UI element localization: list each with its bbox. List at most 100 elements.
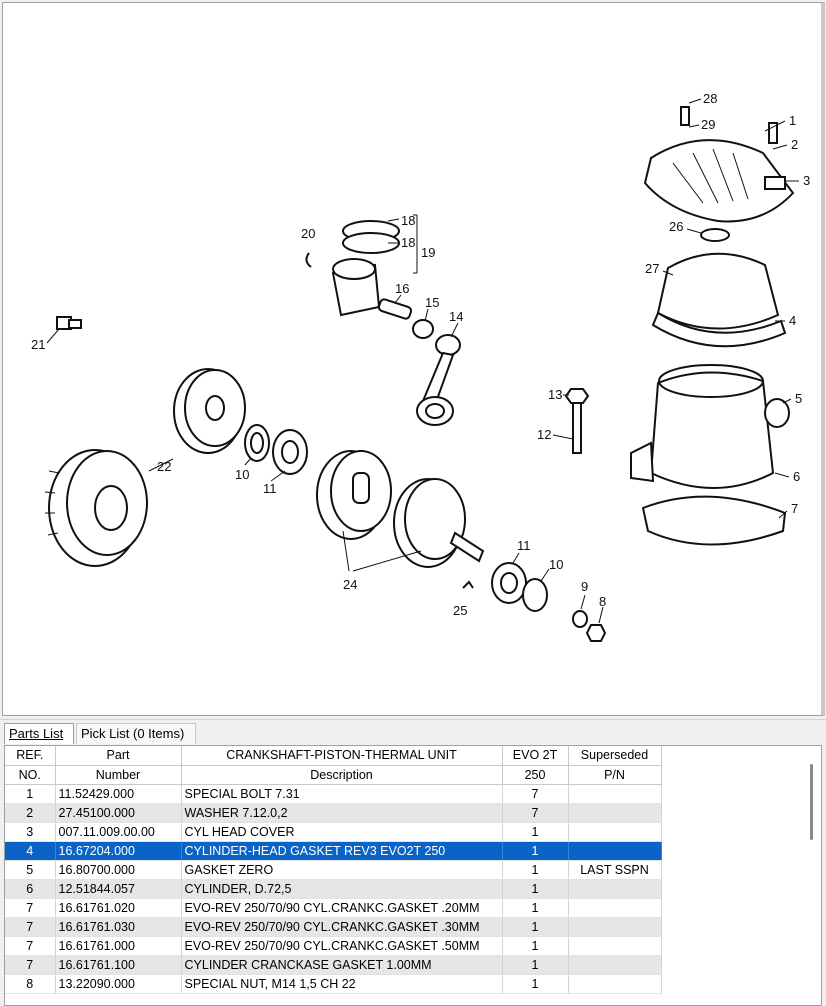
- col-part-header[interactable]: Part: [55, 746, 182, 766]
- callout-10-left: 10: [235, 467, 249, 482]
- callout-20: 20: [301, 226, 315, 241]
- col-qty-subheader[interactable]: 250: [502, 765, 569, 785]
- cell-ref: 2: [5, 803, 56, 823]
- diagram-svg: 1 2 3 4 5 6 7 8 9 10 10 11 11 12 13 14 1…: [31, 91, 810, 642]
- callout-15: 15: [425, 295, 439, 310]
- header-row-2: NO. Number Description 250 P/N: [5, 765, 662, 785]
- callout-28: 28: [703, 91, 717, 106]
- left-seal-bearing-drawing: [244, 424, 308, 475]
- cell-part: 13.22090.000: [55, 974, 182, 994]
- tab-parts-list[interactable]: Parts List: [4, 723, 74, 744]
- cell-sup: [568, 784, 662, 804]
- tab-pick-list[interactable]: Pick List (0 Items): [76, 723, 196, 744]
- cell-desc: CYLINDER-HEAD GASKET REV3 EVO2T 250: [181, 841, 503, 861]
- cylinder-head-drawing: [651, 228, 787, 348]
- exploded-parts-diagram[interactable]: 1 2 3 4 5 6 7 8 9 10 10 11 11 12 13 14 1…: [2, 2, 825, 716]
- piston-drawing: [305, 220, 434, 339]
- cell-qty: 7: [502, 803, 569, 823]
- cell-qty: 1: [502, 917, 569, 937]
- cell-qty: 1: [502, 936, 569, 956]
- cell-part: 16.67204.000: [55, 841, 182, 861]
- cell-sup: [568, 822, 662, 842]
- cell-ref: 4: [5, 841, 56, 861]
- cell-sup: [568, 917, 662, 937]
- cell-ref: 5: [5, 860, 56, 880]
- crankshaft-drawing: [316, 450, 485, 568]
- col-ref-subheader[interactable]: NO.: [5, 765, 56, 785]
- tab-parts-list-label: Parts List: [9, 726, 64, 741]
- callout-5: 5: [795, 391, 802, 406]
- vertical-scrollbar[interactable]: [806, 746, 821, 1005]
- col-ref-header[interactable]: REF.: [5, 746, 56, 766]
- cell-sup: [568, 879, 662, 899]
- clutch-basket-drawing: [44, 449, 148, 567]
- cell-qty: 1: [502, 879, 569, 899]
- cell-sup: [568, 974, 662, 994]
- callout-22: 22: [157, 459, 171, 474]
- cylinder-head-cover-drawing: [643, 106, 795, 223]
- callout-labels: 1 2 3 4 5 6 7 8 9 10 10 11 11 12 13 14 1…: [31, 91, 810, 624]
- cell-sup: [568, 841, 662, 861]
- cell-desc: CYL HEAD COVER: [181, 822, 503, 842]
- cell-desc: GASKET ZERO: [181, 860, 503, 880]
- callout-9: 9: [581, 579, 588, 594]
- callout-12: 12: [537, 427, 551, 442]
- cell-ref: 7: [5, 955, 56, 975]
- callout-8: 8: [599, 594, 606, 609]
- cell-qty: 7: [502, 784, 569, 804]
- cell-ref: 8: [5, 974, 56, 994]
- callout-2: 2: [791, 137, 798, 152]
- cell-desc: SPECIAL BOLT 7.31: [181, 784, 503, 804]
- col-superseded-subheader[interactable]: P/N: [568, 765, 662, 785]
- col-desc-subheader[interactable]: Description: [181, 765, 503, 785]
- cell-part: 16.61761.000: [55, 936, 182, 956]
- col-qty-header[interactable]: EVO 2T: [502, 746, 569, 766]
- callout-18-top: 18: [401, 213, 415, 228]
- cell-part: 11.52429.000: [55, 784, 182, 804]
- cell-ref: 3: [5, 822, 56, 842]
- cell-qty: 1: [502, 841, 569, 861]
- cell-ref: 7: [5, 936, 56, 956]
- parts-grid[interactable]: REF. Part CRANKSHAFT-PISTON-THERMAL UNIT…: [4, 745, 822, 1006]
- col-part-subheader[interactable]: Number: [55, 765, 182, 785]
- callout-26: 26: [669, 219, 683, 234]
- cell-sup: [568, 898, 662, 918]
- cell-desc: EVO-REV 250/70/90 CYL.CRANKC.GASKET .30M…: [181, 917, 503, 937]
- cell-desc: CYLINDER CRANCKASE GASKET 1.00MM: [181, 955, 503, 975]
- callout-11-left: 11: [263, 481, 277, 496]
- bolt-21-drawing: [56, 316, 82, 330]
- connecting-rod-drawing: [416, 334, 461, 426]
- cell-part: 12.51844.057: [55, 879, 182, 899]
- callout-29: 29: [701, 117, 715, 132]
- cell-ref: 1: [5, 784, 56, 804]
- cell-desc: CYLINDER, D.72,5: [181, 879, 503, 899]
- cell-qty: 1: [502, 860, 569, 880]
- cell-part: 16.61761.030: [55, 917, 182, 937]
- col-desc-header[interactable]: CRANKSHAFT-PISTON-THERMAL UNIT: [181, 746, 503, 766]
- cell-part: 16.61761.020: [55, 898, 182, 918]
- callout-24: 24: [343, 577, 357, 592]
- col-superseded-header[interactable]: Superseded: [568, 746, 662, 766]
- scrollbar-thumb[interactable]: [810, 764, 813, 840]
- cell-qty: 1: [502, 974, 569, 994]
- cell-sup: LAST SSPN: [568, 860, 662, 880]
- callout-10-right: 10: [549, 557, 563, 572]
- callout-25: 25: [453, 603, 467, 618]
- cell-sup: [568, 803, 662, 823]
- callout-1: 1: [789, 113, 796, 128]
- cell-sup: [568, 936, 662, 956]
- cell-desc: EVO-REV 250/70/90 CYL.CRANKC.GASKET .50M…: [181, 936, 503, 956]
- cell-desc: SPECIAL NUT, M14 1,5 CH 22: [181, 974, 503, 994]
